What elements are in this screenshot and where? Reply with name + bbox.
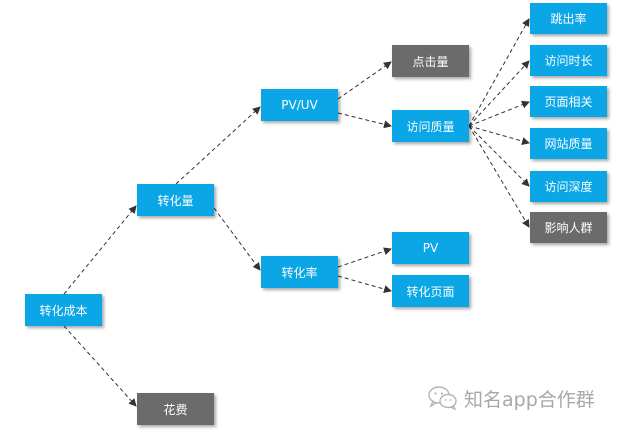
node-bounce-rate: 跳出率	[530, 3, 607, 34]
node-site-quality: 网站质量	[530, 128, 607, 159]
node-conversion-cost: 转化成本	[25, 294, 102, 326]
node-visit-quality: 访问质量	[392, 110, 469, 142]
node-spend: 花费	[137, 393, 214, 425]
node-conversion-page: 转化页面	[392, 275, 469, 307]
wechat-icon	[428, 386, 457, 410]
node-pv-uv: PV/UV	[261, 89, 338, 121]
node-page-relevance: 页面相关	[530, 86, 607, 117]
edge-conversion-volume-to-pv-uv	[175, 106, 261, 185]
edge-pv-uv-to-visit-quality	[337, 112, 392, 129]
node-visit-depth: 访问深度	[530, 171, 607, 202]
edge-visit-quality-to-visit-duration	[468, 60, 530, 127]
edge-root-to-spend	[63, 325, 137, 407]
node-audience-impact: 影响人群	[530, 212, 607, 243]
watermark-text: 知名app合作群	[464, 388, 595, 411]
edge-conversion-rate-to-pv	[337, 247, 392, 268]
watermark: 知名app合作群	[428, 383, 595, 413]
node-visit-duration: 访问时长	[530, 45, 607, 76]
edge-visit-quality-to-audience-impact	[468, 125, 530, 228]
edge-visit-quality-to-bounce-rate	[468, 18, 530, 127]
edge-visit-quality-to-site-quality	[468, 125, 530, 145]
edge-pv-uv-to-clicks	[337, 61, 392, 100]
node-clicks: 点击量	[392, 45, 469, 77]
node-conversion-rate: 转化率	[261, 256, 338, 288]
edge-conversion-rate-to-conversion-page	[337, 275, 392, 293]
edge-conversion-volume-to-conversion-rate	[213, 207, 261, 271]
node-pv: PV	[392, 232, 469, 264]
node-conversion-volume: 转化量	[137, 184, 214, 216]
edge-visit-quality-to-page-relevance	[468, 100, 530, 127]
edge-visit-quality-to-visit-depth	[468, 125, 530, 187]
edge-root-to-conversion-volume	[63, 205, 137, 295]
